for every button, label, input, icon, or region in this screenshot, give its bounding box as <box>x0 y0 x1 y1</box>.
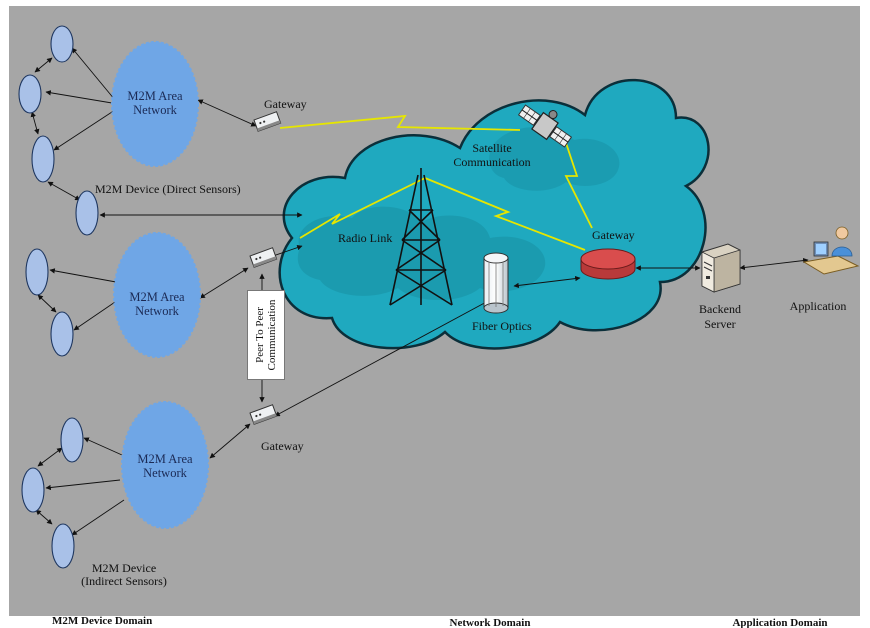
peer-to-peer-line: Peer To Peer <box>254 307 266 363</box>
satellite-communication-line: Communication <box>453 155 530 169</box>
application-domain-label: Application Domain <box>732 617 827 628</box>
gateway-router-icon <box>253 111 282 132</box>
area-network-top <box>111 41 199 167</box>
link-top-area-device-3 <box>53 109 116 151</box>
gateway-router-icon <box>249 247 278 268</box>
area-network-label-line: Network <box>135 304 179 318</box>
link-top-area-device-1 <box>71 47 116 101</box>
gateway-router-icon <box>249 404 278 425</box>
link-bottom-gateway-fiber <box>274 299 491 417</box>
area-network-label-line: Network <box>143 466 187 480</box>
area-network-label-line: M2M Area <box>129 290 185 304</box>
device-node <box>50 25 74 63</box>
m2m-device-indirect-line: M2M Device <box>92 561 156 575</box>
device-node <box>18 74 42 114</box>
area-network-bottom <box>121 401 209 529</box>
lightning-satellite-gateway <box>564 142 593 229</box>
area-network-label-mid: M2M Area Network <box>129 290 185 318</box>
lightning-tower-gateway <box>424 177 586 251</box>
radio-tower-icon <box>389 168 453 306</box>
area-network-mid <box>113 232 201 358</box>
link-bottom-device-chain-1 <box>37 447 63 467</box>
satellite-communication-label: Satellite Communication <box>453 141 530 169</box>
peer-to-peer-line: Communication <box>266 299 278 371</box>
device-nodes <box>18 25 99 569</box>
network-domain-label: Network Domain <box>450 617 531 628</box>
link-top-area-device-2 <box>45 90 113 104</box>
link-mid-area-gateway <box>199 267 249 299</box>
device-node <box>50 311 74 357</box>
satellite-communication-line: Satellite <box>472 141 511 155</box>
device-node <box>21 467 45 513</box>
link-device-chain-3 <box>47 181 81 201</box>
gateway-label-top: Gateway <box>264 97 307 111</box>
link-bottom-area-device-3 <box>71 499 125 536</box>
link-top-area-gateway <box>197 99 257 127</box>
lightning-cloud-tower <box>299 177 426 239</box>
gateway-label-bottom: Gateway <box>261 439 304 453</box>
link-backend-application <box>739 257 809 271</box>
link-bottom-area-device-2 <box>45 479 121 491</box>
wireless-links <box>279 114 593 251</box>
m2m-device-indirect-line: (Indirect Sensors) <box>81 574 167 588</box>
radio-link-label: Radio Link <box>338 231 392 245</box>
link-device-chain-2 <box>30 111 40 135</box>
device-node <box>51 523 75 569</box>
fiber-optics-label: Fiber Optics <box>472 319 532 333</box>
backend-server-icon <box>701 243 741 293</box>
backend-server-line: Backend <box>699 302 741 316</box>
link-device-chain-1 <box>34 57 53 73</box>
gateway-label-core: Gateway <box>592 228 635 242</box>
device-node <box>75 190 99 236</box>
m2m-device-direct-label: M2M Device (Direct Sensors) <box>95 182 241 196</box>
link-bottom-device-chain-2 <box>35 509 53 525</box>
backend-server-label: Backend Server <box>699 302 741 331</box>
core-gateway <box>580 248 636 280</box>
link-fiber-core-gateway <box>513 275 581 289</box>
application-user-icon <box>802 226 860 275</box>
link-bottom-area-gateway <box>209 423 251 459</box>
device-node <box>60 417 84 463</box>
area-network-label-line: M2M Area <box>137 452 193 466</box>
backend-server-line: Server <box>704 317 735 331</box>
link-bottom-area-device-1 <box>83 437 123 456</box>
satellite-icon <box>517 104 573 148</box>
area-network-label-bottom: M2M Area Network <box>137 452 193 480</box>
peer-to-peer-label-box: Peer To Peer Communication <box>247 290 285 380</box>
device-node <box>31 135 55 183</box>
m2m-device-indirect-label: M2M Device (Indirect Sensors) <box>81 561 167 588</box>
link-mid-device-chain <box>37 294 57 313</box>
link-mid-area-device-1 <box>49 268 117 283</box>
link-mid-area-device-2 <box>73 299 119 331</box>
device-node <box>25 248 49 296</box>
application-label: Application <box>790 299 847 313</box>
area-network-label-line: M2M Area <box>127 89 183 103</box>
fiber-optics-icon <box>483 252 509 314</box>
lightning-gateway-satellite <box>279 114 521 131</box>
area-network-label-top: M2M Area Network <box>127 89 183 117</box>
link-mid-gateway-cloud <box>272 245 303 257</box>
device-domain-label: M2M Device Domain <box>52 615 152 627</box>
area-network-label-line: Network <box>133 103 177 117</box>
connections <box>30 47 809 536</box>
peer-to-peer-label: Peer To Peer Communication <box>248 291 284 379</box>
